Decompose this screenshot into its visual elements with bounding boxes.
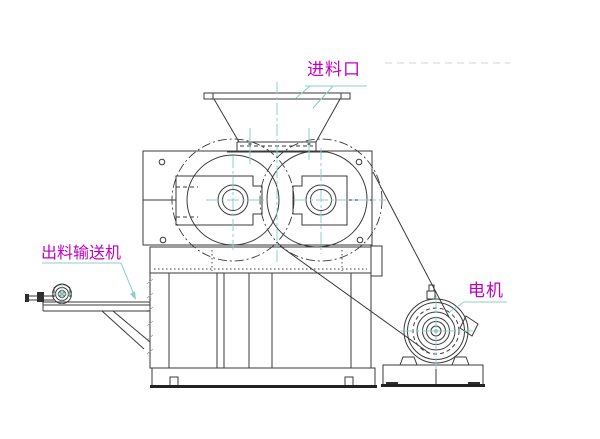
motor-foot-left [399, 356, 418, 366]
label-leaders [42, 85, 507, 314]
leader-arrowhead [130, 291, 136, 300]
main-body-plate [142, 150, 373, 246]
motor-eyebolt [426, 290, 436, 300]
support-strut [101, 310, 145, 350]
weld-hatch-marks [146, 278, 154, 355]
motor-label: 电机 [468, 281, 504, 301]
discharge-conveyor-label: 出料输送机 [41, 243, 122, 262]
frame-lower-box [146, 272, 372, 369]
terminal-box [459, 315, 479, 337]
machine-base [150, 367, 377, 388]
pitch-circle-left [171, 138, 295, 262]
belt-tensioner-block [37, 292, 44, 302]
roller-right [266, 150, 368, 248]
feed-inlet-label: 进料口 [307, 60, 361, 80]
motor-foot-right [451, 356, 470, 366]
feed-hopper [203, 92, 351, 153]
frame-upper-band [149, 245, 383, 277]
centerlines [206, 82, 473, 369]
discharge-conveyor [25, 283, 151, 350]
